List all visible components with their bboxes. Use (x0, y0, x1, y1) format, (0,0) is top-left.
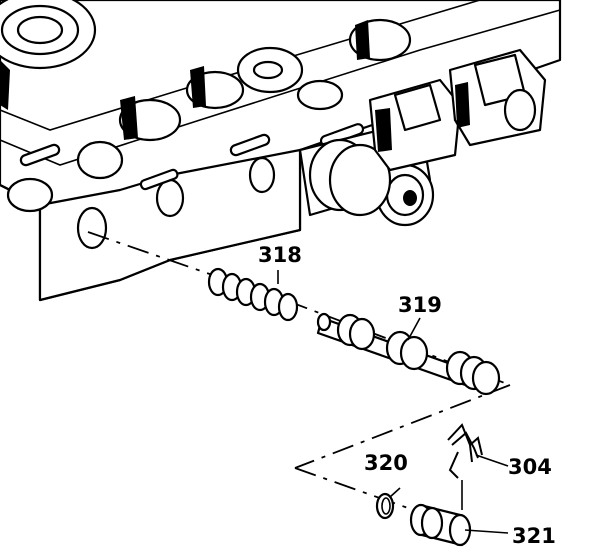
leader-lines (277, 270, 509, 534)
assembly-axis-lines (87, 231, 511, 531)
part-320-o-ring (375, 492, 395, 520)
callout-319: 319 (398, 293, 442, 317)
part-319-valve-spool (316, 312, 501, 396)
part-304-retaining-clip (447, 423, 483, 510)
solenoid-assembly (298, 48, 547, 227)
callout-318: 318 (258, 243, 302, 267)
callout-304: 304 (508, 455, 552, 479)
part-318-spring (207, 267, 299, 322)
callout-321: 321 (512, 524, 556, 548)
valve-body-casting (0, 0, 562, 302)
part-321-plug (409, 503, 472, 547)
callout-320: 320 (364, 451, 408, 475)
